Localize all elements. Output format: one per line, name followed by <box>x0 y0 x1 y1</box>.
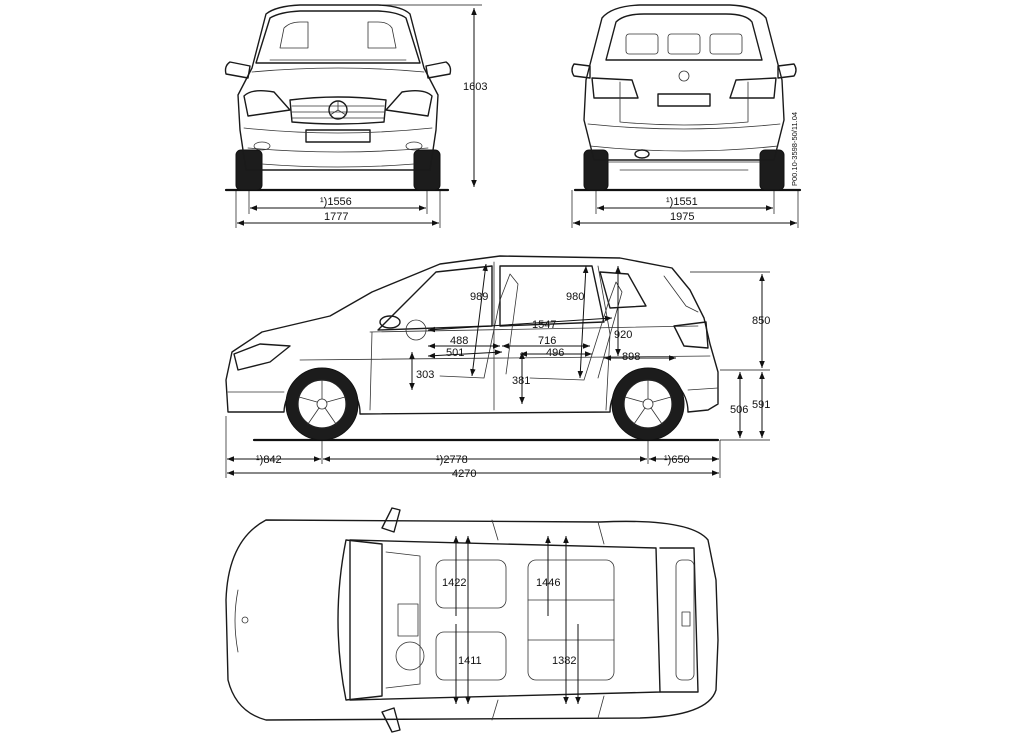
side-mirror-icon <box>379 315 401 329</box>
rear-headroom-label: 980 <box>566 291 584 303</box>
rear-legroom-label: 496 <box>546 347 564 359</box>
right-mirror-icon <box>425 61 452 79</box>
side-view <box>225 255 720 442</box>
rear-wheel-icon <box>611 367 685 441</box>
front-seat-height-label: 303 <box>416 369 434 381</box>
rear-elbow-width-label: 1446 <box>536 577 560 589</box>
front-headroom-label: 989 <box>470 291 488 303</box>
front-right-headlight-icon <box>385 89 433 117</box>
side-view-dimensions: 989 980 1547 920 488 501 716 496 898 303… <box>225 263 770 480</box>
front-elbow-width-label: 1422 <box>442 577 466 589</box>
loading-sill-label: 506 <box>730 404 748 416</box>
rear-quarter-window <box>599 271 647 309</box>
rear-shoulder-label: 920 <box>614 329 632 341</box>
rear-left-tyre-icon <box>583 149 609 191</box>
front-left-headlight-icon <box>243 89 291 117</box>
front-legroom-label: 501 <box>446 347 464 359</box>
tailgate-height-label: 850 <box>752 315 770 327</box>
rear-bumper-height-label: 591 <box>752 399 770 411</box>
rear-seat-depth-label: 716 <box>538 335 556 347</box>
rear-view-dimensions: ¹)1551 1975 <box>571 190 799 228</box>
top-view-dimensions: 1422 1446 1411 1382 <box>442 536 581 704</box>
front-view <box>224 4 452 192</box>
front-grille-icon <box>289 96 387 125</box>
front-overhang-label: ¹)842 <box>256 454 282 466</box>
rear-view: P00.10-3598-50/11.04 <box>571 4 802 192</box>
front-width-label: 1777 <box>324 211 348 223</box>
rear-license-plate <box>657 93 711 107</box>
rear-star-logo-icon <box>678 70 690 82</box>
rear-bench <box>527 559 615 681</box>
front-license-plate <box>305 129 371 143</box>
left-mirror-icon <box>224 61 251 79</box>
rear-passage-label: 898 <box>622 351 640 363</box>
front-body-outline <box>237 4 439 171</box>
front-wheel-icon <box>285 367 359 441</box>
front-seat-depth-label: 488 <box>450 335 468 347</box>
top-body-outline <box>225 519 719 721</box>
side-headlight-icon <box>233 343 291 371</box>
side-taillight-icon <box>673 321 709 349</box>
rear-left-taillight-icon <box>591 77 639 99</box>
wheelbase-label: ¹)2778 <box>436 454 468 466</box>
front-hip-width-label: 1411 <box>458 655 482 667</box>
front-right-seat <box>435 631 507 681</box>
front-track-label: ¹)1556 <box>320 196 352 208</box>
top-left-mirror-icon <box>381 507 401 533</box>
front-view-dimensions: 1603 ¹)1556 1777 <box>235 4 487 228</box>
document-code: P00.10-3598-50/11.04 <box>790 112 799 186</box>
steering-wheel-icon <box>395 641 425 671</box>
rear-overhang-label: ¹)650 <box>664 454 690 466</box>
rear-right-taillight-icon <box>729 77 777 99</box>
rear-hip-width-label: 1382 <box>552 655 576 667</box>
exhaust-icon <box>634 149 650 159</box>
rear-right-tyre-icon <box>759 149 785 191</box>
rear-width-label: 1975 <box>670 211 694 223</box>
rear-body-outline <box>583 4 785 161</box>
rear-side-window <box>499 265 605 327</box>
overall-length-label: 4270 <box>452 468 476 480</box>
top-view <box>225 507 719 733</box>
cabin-length-label: 1547 <box>532 319 556 331</box>
front-left-seat <box>435 559 507 609</box>
rear-seat-height-label: 381 <box>512 375 530 387</box>
rear-track-label: ¹)1551 <box>666 196 698 208</box>
front-height-label: 1603 <box>463 81 487 93</box>
top-right-mirror-icon <box>381 707 401 733</box>
